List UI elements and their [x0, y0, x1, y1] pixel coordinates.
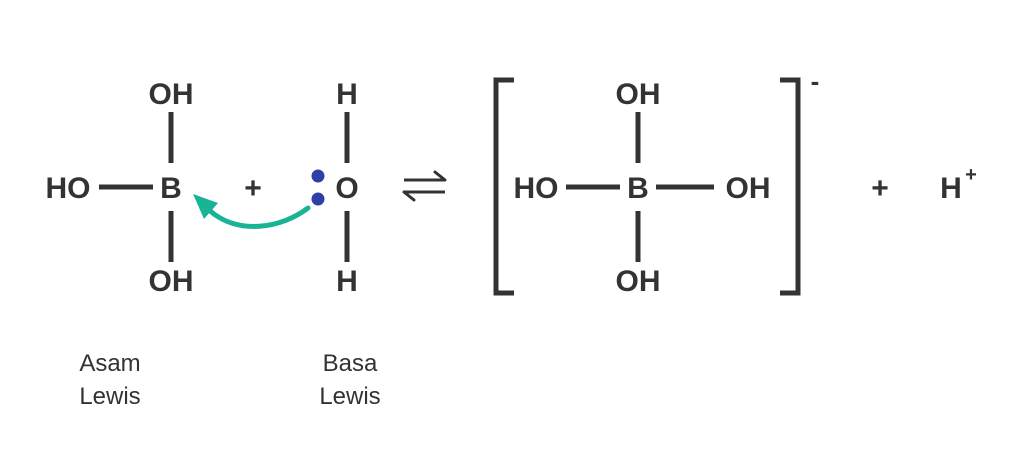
base-caption: Basa Lewis — [319, 350, 380, 410]
water-molecule: H O H — [335, 78, 358, 298]
plus-sign-2: + — [871, 172, 889, 205]
acid-left-ho: HO — [46, 172, 91, 205]
tetrahydroxyborate-complex: OH HO B OH OH - — [493, 66, 820, 298]
boric-acid-molecule: OH HO B OH — [46, 78, 194, 298]
acid-caption: Asam Lewis — [79, 350, 140, 410]
base-caption-line1: Basa — [323, 350, 378, 377]
plus-sign-1: + — [244, 172, 262, 205]
acid-bottom-oh: OH — [149, 265, 194, 298]
acid-boron: B — [160, 172, 182, 205]
hydrogen-ion-charge: + — [965, 164, 977, 186]
complex-top-oh: OH — [616, 78, 661, 111]
hydrogen-ion-symbol: H — [940, 172, 962, 205]
complex-left-ho: HO — [514, 172, 559, 205]
acid-top-oh: OH — [149, 78, 194, 111]
base-bottom-h: H — [336, 265, 358, 298]
base-caption-line2: Lewis — [319, 383, 380, 410]
complex-right-oh: OH — [726, 172, 771, 205]
left-square-bracket — [493, 77, 514, 296]
base-oxygen: O — [335, 172, 358, 205]
complex-boron: B — [627, 172, 649, 205]
acid-caption-line2: Lewis — [79, 383, 140, 410]
base-top-h: H — [336, 78, 358, 111]
electron-pushing-arrow-icon — [193, 194, 311, 229]
electron-dot-2 — [311, 192, 325, 206]
equilibrium-harpoons-icon — [402, 170, 447, 202]
complex-bottom-oh: OH — [616, 265, 661, 298]
right-square-bracket — [780, 77, 801, 296]
complex-negative-charge: - — [811, 66, 820, 96]
acid-caption-line1: Asam — [79, 350, 140, 377]
lone-pair-electrons-icon — [311, 169, 325, 206]
electron-dot-1 — [311, 169, 325, 183]
hydrogen-ion: H + — [940, 164, 977, 205]
